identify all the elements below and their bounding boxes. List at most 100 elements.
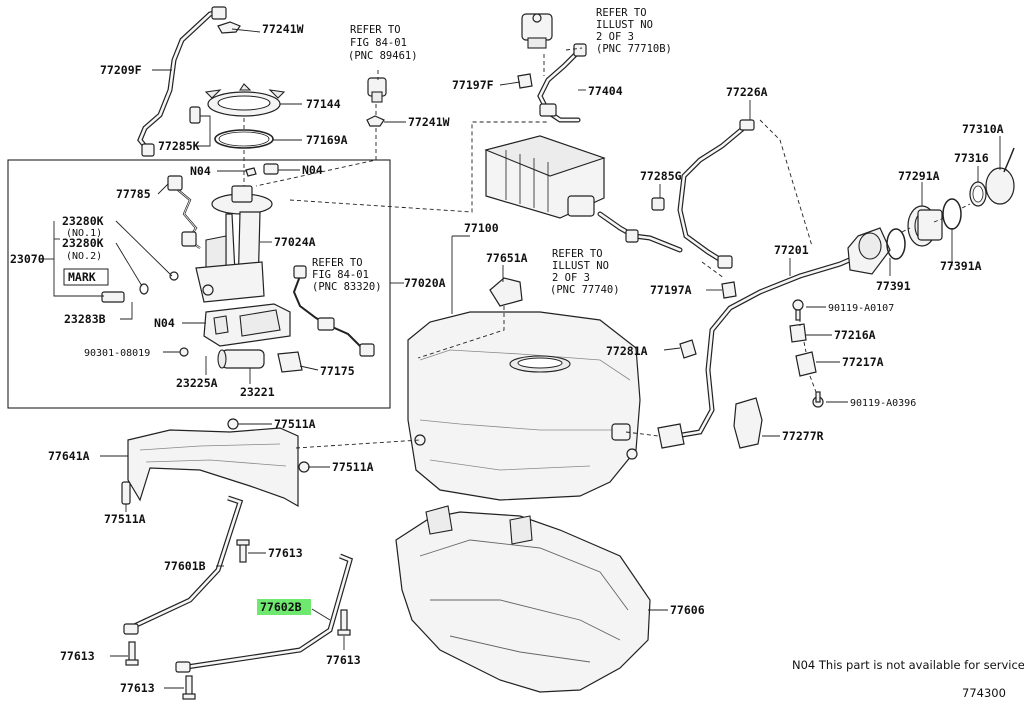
clip-77241w-top[interactable] (217, 21, 241, 34)
label-23280k-no2[interactable]: 23280K (62, 236, 104, 250)
filler-pipe-77201[interactable] (657, 227, 891, 449)
tank-protector-77641a[interactable] (127, 427, 299, 508)
fuel-sender-77175[interactable] (277, 351, 303, 373)
label-90119-a0107[interactable]: 90119-A0107 (828, 303, 894, 314)
breather-tube-77226a[interactable] (677, 119, 755, 269)
label-77217a[interactable]: 77217A (842, 355, 884, 369)
label-77209f[interactable]: 77209F (100, 63, 142, 77)
bolt-90119-a0396[interactable] (812, 391, 824, 408)
label-77511a-top[interactable]: 77511A (274, 417, 316, 431)
label-77281a[interactable]: 77281A (606, 344, 648, 358)
charcoal-canister[interactable] (484, 135, 606, 219)
label-77601b[interactable]: 77601B (164, 559, 206, 573)
label-77613-c[interactable]: 77613 (60, 649, 95, 663)
label-77144[interactable]: 77144 (306, 97, 341, 111)
label-77641a[interactable]: 77641A (48, 449, 90, 463)
label-77602b[interactable]: 77602B (260, 600, 302, 614)
gasket-77169a[interactable] (214, 129, 274, 149)
bolt-77613-a[interactable] (236, 539, 250, 563)
label-77391a[interactable]: 77391A (940, 259, 982, 273)
label-23225a[interactable]: 23225A (176, 376, 218, 390)
label-77226a[interactable]: 77226A (726, 85, 768, 99)
valve-ref-77710b[interactable] (521, 13, 553, 49)
label-77613-b[interactable]: 77613 (326, 653, 361, 667)
label-23280k-no1[interactable]: 23280K (62, 214, 104, 228)
label-23283b[interactable]: 23283B (64, 312, 106, 326)
label-77020a[interactable]: 77020A (404, 276, 446, 290)
label-77291a[interactable]: 77291A (898, 169, 940, 183)
clip-77511a-right[interactable] (298, 461, 310, 473)
tank-under-cover-77606[interactable] (395, 505, 651, 693)
ref-77740-line1: REFER TO (552, 248, 603, 260)
fuel-pipe-23283b[interactable] (101, 291, 125, 303)
fuel-pump-23221[interactable] (217, 349, 265, 369)
label-77785[interactable]: 77785 (116, 187, 151, 201)
label-77175[interactable]: 77175 (320, 364, 355, 378)
label-77241w-middle[interactable]: 77241W (408, 115, 450, 129)
label-77613-a[interactable]: 77613 (268, 546, 303, 560)
label-23221[interactable]: 23221 (240, 385, 275, 399)
vent-hose-77404[interactable] (537, 43, 587, 123)
label-77285g[interactable]: 77285G (640, 169, 682, 183)
clip-77197f[interactable] (517, 73, 533, 89)
label-77216a[interactable]: 77216A (834, 328, 876, 342)
bracket-77651a[interactable] (489, 277, 523, 307)
fuel-pump-bracket-77024a[interactable] (195, 185, 273, 303)
o-ring-23280k-no2[interactable] (139, 283, 149, 295)
label-77613-d[interactable]: 77613 (120, 681, 155, 695)
hose-77277r[interactable] (733, 397, 763, 449)
label-77241w-top[interactable]: 77241W (262, 22, 304, 36)
hose-ref-77740[interactable] (597, 211, 683, 253)
ref-83320-line1: REFER TO (312, 257, 363, 269)
label-77391[interactable]: 77391 (876, 279, 911, 293)
tank-band-77602b[interactable] (175, 553, 354, 673)
clip-77197a[interactable] (721, 281, 737, 299)
label-77169a[interactable]: 77169A (306, 133, 348, 147)
gasket-77391a[interactable] (942, 198, 962, 230)
clip-77285g[interactable] (651, 197, 665, 211)
label-77277r[interactable]: 77277R (782, 429, 824, 443)
label-77024a[interactable]: 77024A (274, 235, 316, 249)
label-23070[interactable]: 23070 (10, 252, 45, 266)
fuel-line-77209f[interactable] (137, 6, 227, 157)
refer-to-89461: REFER TO FIG 84-01 (PNC 89461) (348, 24, 418, 62)
label-90301-08019[interactable]: 90301-08019 (84, 348, 150, 359)
filler-neck-77291a[interactable] (907, 205, 943, 247)
fuel-tank-77100[interactable] (407, 311, 641, 501)
fuel-cap-77310a[interactable] (985, 147, 1015, 205)
wire-harness-77785[interactable] (167, 175, 201, 249)
bolt-90119-a0107[interactable] (792, 299, 804, 321)
clip-77281a[interactable] (679, 339, 697, 359)
clip-77241w-middle[interactable] (366, 115, 385, 127)
bolt-77613-c[interactable] (125, 641, 139, 666)
label-77197a[interactable]: 77197A (650, 283, 692, 297)
bolt-77613-b[interactable] (337, 609, 351, 636)
o-ring-23280k-no1[interactable] (169, 271, 179, 281)
retainer-ring-77144[interactable] (204, 83, 286, 117)
clip-77217a[interactable] (795, 351, 817, 377)
label-77201[interactable]: 77201 (774, 243, 809, 257)
clip-77285k[interactable] (189, 106, 201, 124)
label-77651a[interactable]: 77651A (486, 251, 528, 265)
label-77511a-left[interactable]: 77511A (104, 512, 146, 526)
ring-77316[interactable] (969, 181, 987, 207)
clip-77216a[interactable] (789, 323, 807, 343)
connector-ref-89461[interactable] (367, 77, 387, 103)
label-90119-a0396[interactable]: 90119-A0396 (850, 398, 916, 409)
clip-77511a-left[interactable] (121, 481, 131, 505)
gasket-77391[interactable] (886, 228, 906, 260)
label-77197f[interactable]: 77197F (452, 78, 494, 92)
label-77100[interactable]: 77100 (464, 221, 499, 235)
gasket-90301-08019[interactable] (179, 347, 189, 357)
label-77285k[interactable]: 77285K (158, 139, 200, 153)
label-77310a[interactable]: 77310A (962, 122, 1004, 136)
label-77316[interactable]: 77316 (954, 151, 989, 165)
label-77511a-right[interactable]: 77511A (332, 460, 374, 474)
bolt-77613-d[interactable] (182, 675, 196, 700)
label-77404[interactable]: 77404 (588, 84, 623, 98)
harness-ref-83320[interactable] (292, 265, 375, 357)
tank-band-77601b[interactable] (123, 495, 244, 635)
ref-77710b-line2: ILLUST NO (596, 19, 653, 31)
label-77606[interactable]: 77606 (670, 603, 705, 617)
clip-77511a-top[interactable] (227, 418, 239, 430)
